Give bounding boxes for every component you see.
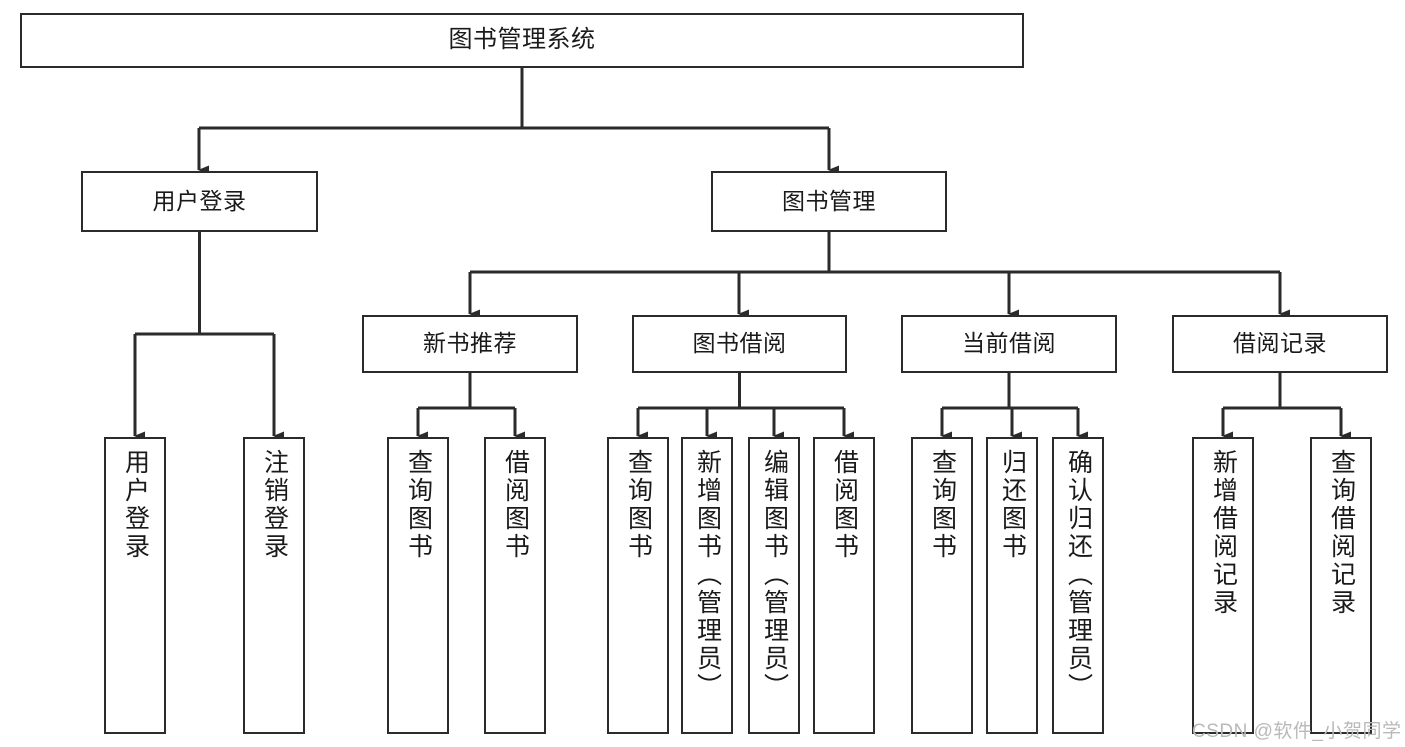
node-leaf-user-login-label: 用户登录 [121,449,150,561]
node-leaf-query-book-2-label: 查询图书 [624,449,653,561]
node-leaf-add-borrow-record-label: 新增借阅记录 [1209,449,1238,617]
node-new-book-recommend-label: 新书推荐 [423,330,517,357]
node-book-manage-label: 图书管理 [782,187,876,214]
node-leaf-logout-login[interactable]: 注销登录 [243,437,305,734]
node-leaf-user-login[interactable]: 用户登录 [104,437,166,734]
node-leaf-query-book-1[interactable]: 查询图书 [387,437,449,734]
node-leaf-borrow-book-1[interactable]: 借阅图书 [484,437,546,734]
node-leaf-query-book-1-label: 查询图书 [404,449,433,561]
node-leaf-add-book-label: 新增图书（管理员） [693,449,722,701]
node-leaf-borrow-book-1-label: 借阅图书 [501,449,530,561]
node-leaf-logout-login-label: 注销登录 [260,449,289,561]
node-new-book-recommend[interactable]: 新书推荐 [362,315,578,373]
node-root[interactable]: 图书管理系统 [20,13,1024,68]
node-leaf-add-book[interactable]: 新增图书（管理员） [681,437,733,734]
node-leaf-confirm-return-label: 确认归还（管理员） [1064,449,1093,701]
node-leaf-query-book-2[interactable]: 查询图书 [607,437,669,734]
node-leaf-return-book-label: 归还图书 [998,449,1027,561]
node-leaf-query-borrow-record-label: 查询借阅记录 [1327,449,1356,617]
node-borrow-record-label: 借阅记录 [1233,330,1327,357]
node-leaf-query-book-3[interactable]: 查询图书 [911,437,973,734]
node-user-login[interactable]: 用户登录 [81,171,318,232]
node-leaf-borrow-book-2[interactable]: 借阅图书 [813,437,875,734]
node-leaf-borrow-book-2-label: 借阅图书 [830,449,859,561]
node-borrow-record[interactable]: 借阅记录 [1172,315,1388,373]
node-leaf-return-book[interactable]: 归还图书 [986,437,1038,734]
node-leaf-edit-book-label: 编辑图书（管理员） [760,449,789,701]
node-book-borrow-label: 图书借阅 [692,330,787,357]
node-leaf-query-borrow-record[interactable]: 查询借阅记录 [1310,437,1372,734]
node-leaf-query-book-3-label: 查询图书 [928,449,957,561]
node-current-borrow[interactable]: 当前借阅 [901,315,1117,373]
node-root-label: 图书管理系统 [448,26,596,54]
node-book-borrow[interactable]: 图书借阅 [632,315,847,373]
node-user-login-label: 用户登录 [152,187,247,214]
node-leaf-edit-book[interactable]: 编辑图书（管理员） [748,437,800,734]
node-book-manage[interactable]: 图书管理 [711,171,947,232]
node-leaf-add-borrow-record[interactable]: 新增借阅记录 [1192,437,1254,734]
watermark-text: CSDN @软件_小贺同学 [1192,721,1402,742]
node-current-borrow-label: 当前借阅 [962,330,1056,357]
node-leaf-confirm-return[interactable]: 确认归还（管理员） [1052,437,1104,734]
